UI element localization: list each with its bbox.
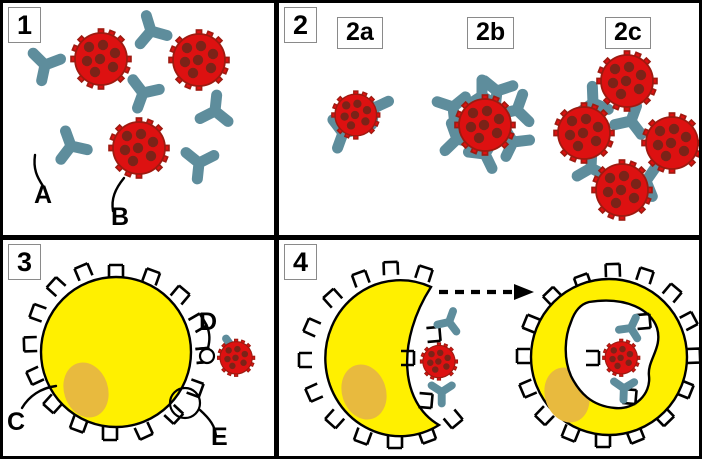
panel-3-graphics [20, 261, 256, 442]
panel-4: 4 [279, 240, 699, 456]
panel-2-number: 2 [284, 7, 317, 43]
horizontal-divider [3, 235, 699, 240]
sublabel-2c: 2c [605, 17, 651, 50]
leader-line-b [111, 176, 126, 213]
panel-3: 3 [3, 240, 274, 456]
stage-internalization [515, 262, 699, 449]
panel-3-number: 3 [8, 244, 41, 280]
opsonized-virus-d [216, 338, 256, 377]
receptor-binding-site [194, 346, 216, 365]
stage-engulfment [297, 260, 463, 450]
panel-1-number: 1 [8, 7, 41, 43]
leader-line-c [20, 384, 58, 410]
leader-line-e [198, 408, 218, 438]
engulfing-cell [324, 279, 442, 438]
panel-1-graphics [3, 3, 274, 213]
label-a: A [34, 181, 53, 209]
sublabel-2b: 2b [467, 17, 515, 50]
panel-4-graphics [297, 260, 699, 450]
panel-1: 1 [3, 3, 274, 235]
panel-4-number: 4 [284, 244, 317, 280]
panel-2: 2 2a 2b 2c [279, 3, 699, 235]
phagocyte-cell [39, 275, 193, 429]
vertical-divider [274, 3, 279, 456]
e-highlight-circle [168, 386, 202, 420]
group-2c [553, 50, 699, 221]
leader-line-d [205, 324, 211, 350]
binding-circle [198, 347, 216, 365]
process-arrow [439, 284, 534, 300]
group-2b [437, 70, 529, 174]
label-d: D [199, 308, 218, 336]
leader-line-a [33, 153, 45, 188]
label-b: B [111, 203, 130, 231]
sublabel-2a: 2a [337, 17, 383, 50]
group-2a [324, 89, 394, 153]
label-c: C [7, 408, 26, 436]
label-e: E [211, 423, 228, 451]
